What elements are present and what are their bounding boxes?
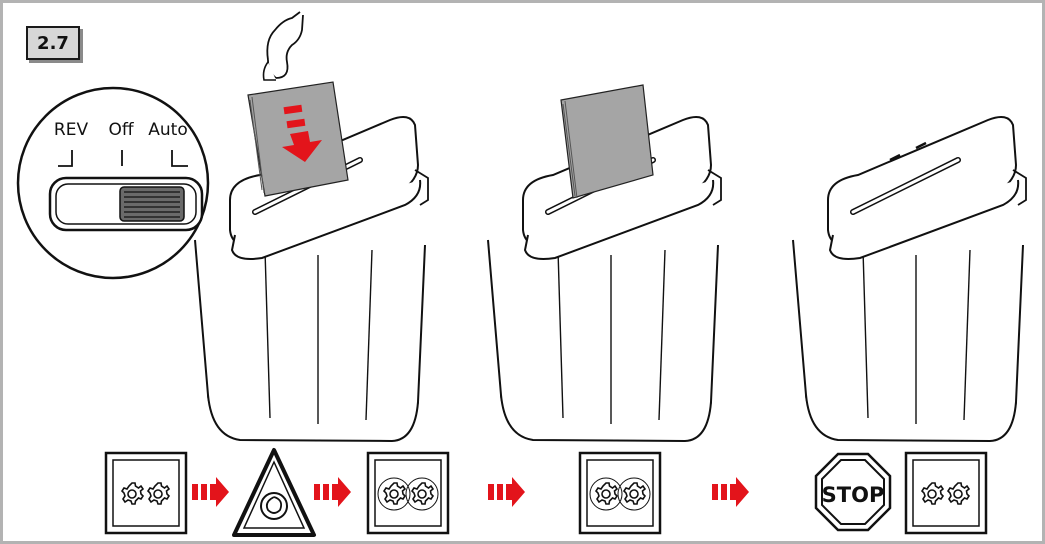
switch-slider	[120, 187, 184, 221]
shredder-panel-1	[195, 12, 428, 441]
switch-magnifier: REV Off Auto	[18, 88, 208, 278]
sequence-arrow-2	[314, 477, 351, 507]
sequence-arrow-3	[488, 477, 525, 507]
gears-running-icon	[580, 453, 660, 533]
gears-idle-icon	[106, 453, 186, 533]
operation-sequence: STOP	[106, 450, 986, 535]
shredder-panel-2	[488, 85, 721, 441]
auto-start-warning-icon	[234, 450, 314, 535]
gears-running-icon	[368, 453, 448, 533]
sequence-arrow-4	[712, 477, 749, 507]
gears-idle-icon	[906, 453, 986, 533]
shredder-panel-3	[793, 117, 1026, 441]
switch-label-off: Off	[108, 120, 134, 140]
stop-sign-icon: STOP	[816, 454, 890, 530]
switch-label-auto: Auto	[148, 120, 187, 140]
sequence-arrow-1	[192, 477, 229, 507]
switch-label-rev: REV	[54, 120, 89, 140]
stop-label: STOP	[822, 483, 885, 507]
